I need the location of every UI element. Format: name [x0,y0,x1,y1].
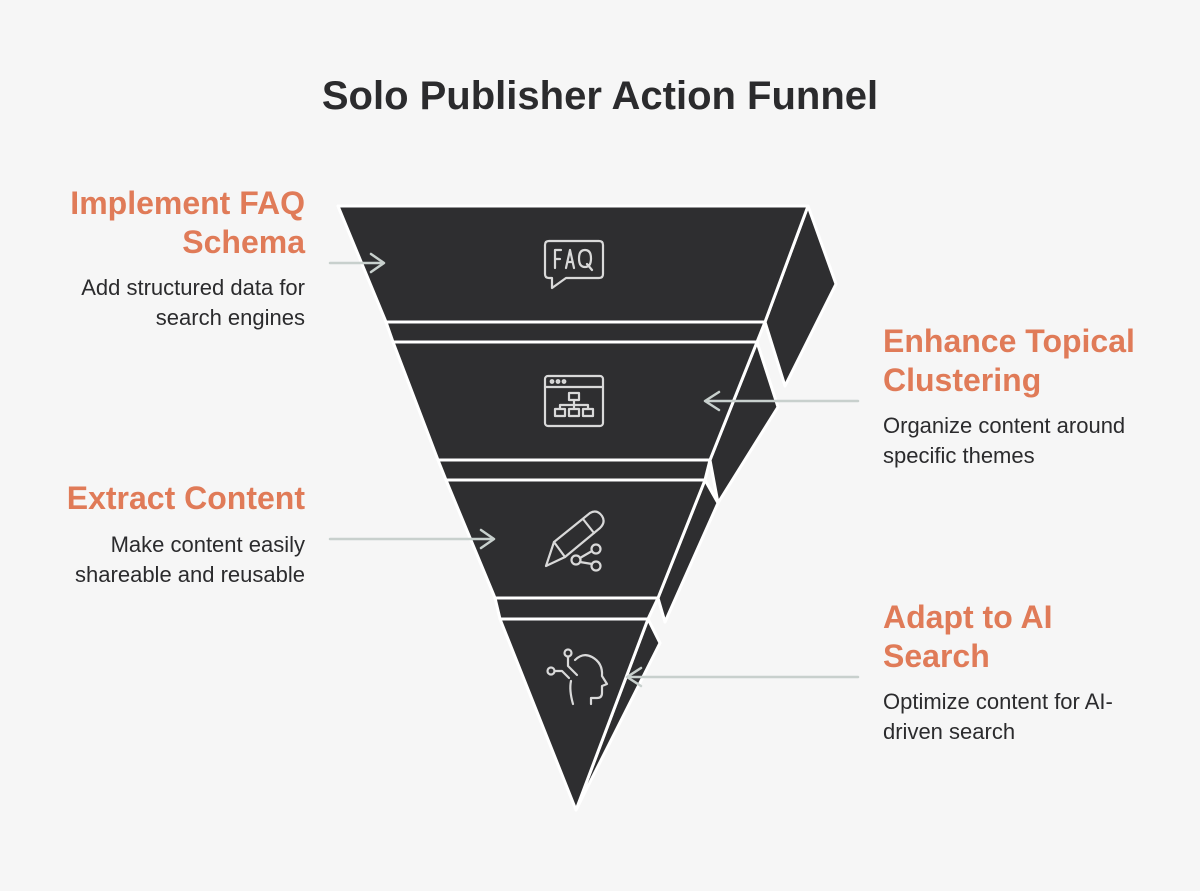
arrow-stage-2 [703,390,860,412]
stage-2-description: Organize content around specific themes [883,413,1126,468]
funnel-strip-3 [493,596,660,621]
funnel-layer-3 [444,478,707,600]
stage-4-heading: Adapt to AI Search [883,599,1053,674]
funnel-strip-1 [384,320,767,344]
stage-2-heading: Enhance Topical Clustering [883,323,1135,398]
stage-3-heading: Extract Content [66,480,305,516]
sitemap-icon [543,374,605,428]
stage-3-label: Extract Content Make content easily shar… [5,479,305,590]
pencil-share-icon [544,510,605,572]
arrow-stage-1 [328,252,386,274]
funnel-strip-2 [436,458,712,482]
stage-1-label: Implement FAQ Schema Add structured data… [5,184,305,333]
stage-2-label: Enhance Topical Clustering Organize cont… [883,322,1183,471]
stage-4-label: Adapt to AI Search Optimize content for … [883,598,1183,747]
stage-3-description: Make content easily shareable and reusab… [75,532,305,587]
funnel-layer-4 [498,617,650,812]
page-title: Solo Publisher Action Funnel [321,74,879,118]
arrow-stage-4 [625,666,860,688]
ai-head-icon [546,648,609,706]
stage-1-heading: Implement FAQ Schema [70,185,305,260]
arrow-stage-3 [328,528,496,550]
faq-icon [543,239,605,290]
stage-1-description: Add structured data for search engines [81,275,305,330]
stage-4-description: Optimize content for AI- driven search [883,689,1113,744]
